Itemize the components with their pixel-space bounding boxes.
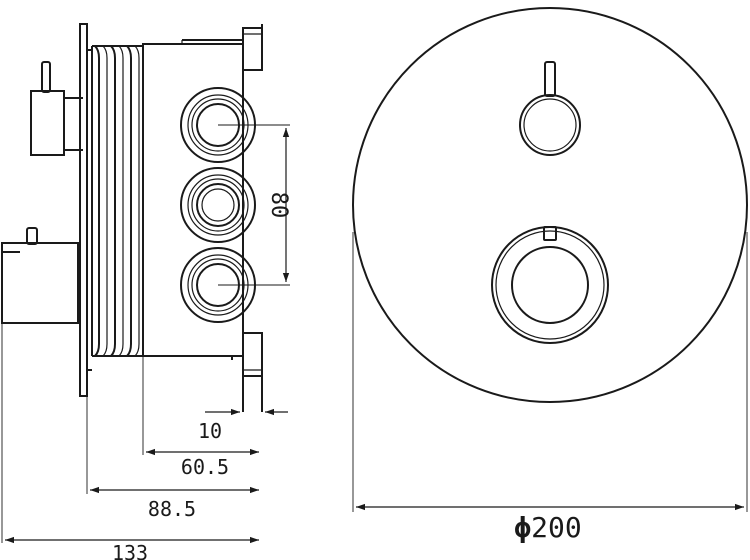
side-body-box [142,24,263,412]
thread-ridge [102,45,108,357]
front-view: ϕ200 [352,7,748,544]
threaded-sleeve [91,45,143,357]
front-cover-plate [352,7,748,403]
dim-label-plate-diameter: ϕ200 [514,511,581,544]
thread-ridge [94,45,100,357]
dimension-total-depth: 133 [5,536,259,560]
side-view: 80 10 60.5 88.5 133 [1,23,291,560]
front-thermostat-control [491,226,609,344]
thread-ridge [118,45,124,357]
diameter-value: 200 [531,511,582,544]
thread-ridge [126,45,132,357]
port-middle [180,167,256,243]
thread-ridge [110,45,116,357]
front-lever-control [519,61,581,156]
dim-label-lip-depth: 10 [198,419,222,443]
dimension-lip-depth: 10 [198,408,288,443]
side-cover-plate [79,23,92,397]
dimension-port-spacing: 80 [218,124,291,286]
dim-label-total-depth: 133 [112,541,148,560]
thread-ridge [134,45,140,357]
dim-label-port-spacing: 80 [266,192,291,219]
dim-label-box-depth: 60.5 [181,455,229,479]
diameter-symbol: ϕ [514,511,531,544]
dimension-box-depth: 60.5 [146,448,259,479]
side-thermostat-handle [1,227,79,324]
side-lever-handle [30,61,83,156]
dimension-plate-depth: 88.5 [90,486,259,521]
dim-label-plate-depth: 88.5 [148,497,196,521]
dimension-plate-diameter: ϕ200 [352,232,748,544]
